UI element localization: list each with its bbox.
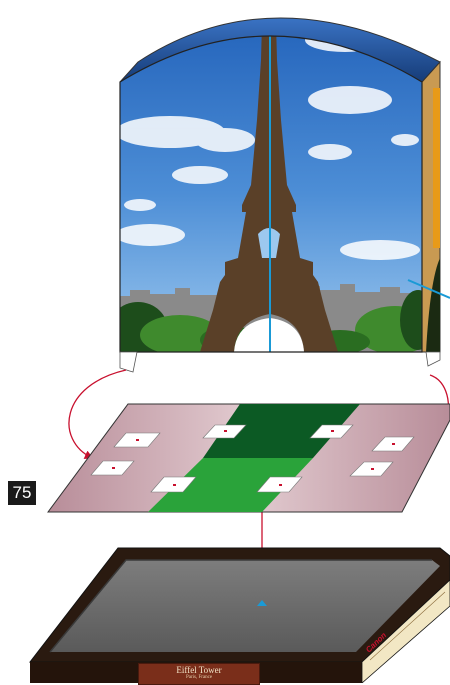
tab-right [426, 352, 440, 366]
base-plate [48, 404, 450, 512]
tab-left [120, 352, 137, 372]
name-plaque: Eiffel Tower Paris, France [138, 663, 260, 685]
plaque-title: Eiffel Tower [139, 665, 259, 675]
page-number: 75 [8, 481, 36, 505]
plaque-subtitle: Paris, France [139, 675, 259, 681]
backdrop-panel [108, 0, 450, 372]
